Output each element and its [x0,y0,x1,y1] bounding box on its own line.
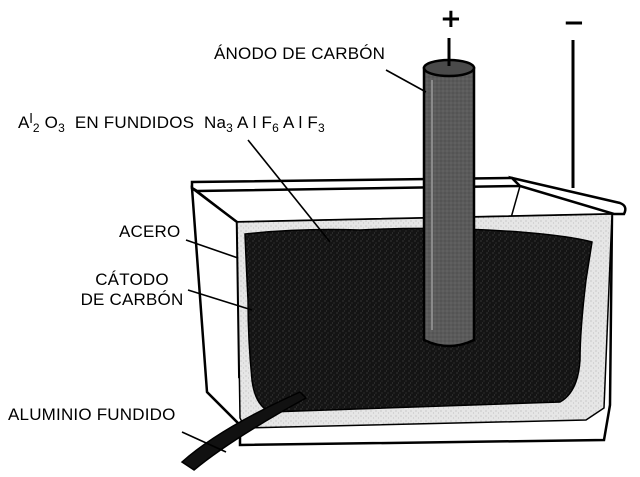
cathode-leader [187,289,253,311]
positive-terminal-sign: + [440,4,462,34]
electrolyte-label: Al2 O3 EN FUNDIDOS Na3 A l F6 A l F3 [18,110,325,135]
aluminum-outlet-pipe [180,391,308,471]
carbon-anode-rod [422,38,476,348]
cathode-label-line1: CÁTODO [95,270,169,289]
electrolyte-leader [247,139,331,243]
steel-leader [185,239,239,259]
aluminum-label: ALUMINIO FUNDIDO [8,405,176,424]
aluminum-leader [181,431,227,453]
cathode-label: CÁTODO DE CARBÓN [72,270,192,310]
cathode-label-line2: DE CARBÓN [80,290,184,309]
anode-leader [385,69,427,93]
molten-electrolyte [244,227,593,413]
steel-label: ACERO [119,222,181,241]
anode-label: ÁNODO DE CARBÓN [214,44,386,63]
negative-terminal-sign: − [563,8,585,38]
